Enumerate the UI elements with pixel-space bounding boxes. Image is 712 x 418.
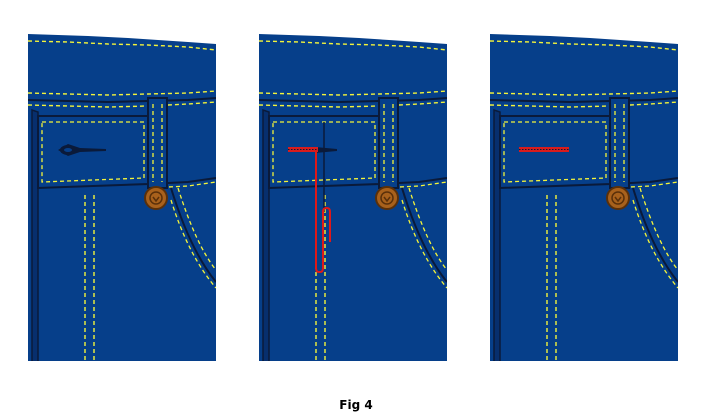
jeans-illustration <box>259 30 447 361</box>
button <box>375 186 399 210</box>
paperclip <box>315 152 331 273</box>
buttonhole <box>58 144 106 156</box>
panel-buttonhole-intact <box>28 30 216 361</box>
panel-buttonhole-removed <box>490 30 678 361</box>
jeans-illustration <box>490 30 678 361</box>
button <box>606 186 630 210</box>
panel-buttonhole-cut <box>259 30 447 361</box>
figure-caption: Fig 4 <box>339 398 373 412</box>
button <box>144 186 168 210</box>
buttonhole <box>315 147 337 153</box>
jeans-illustration <box>28 30 216 361</box>
